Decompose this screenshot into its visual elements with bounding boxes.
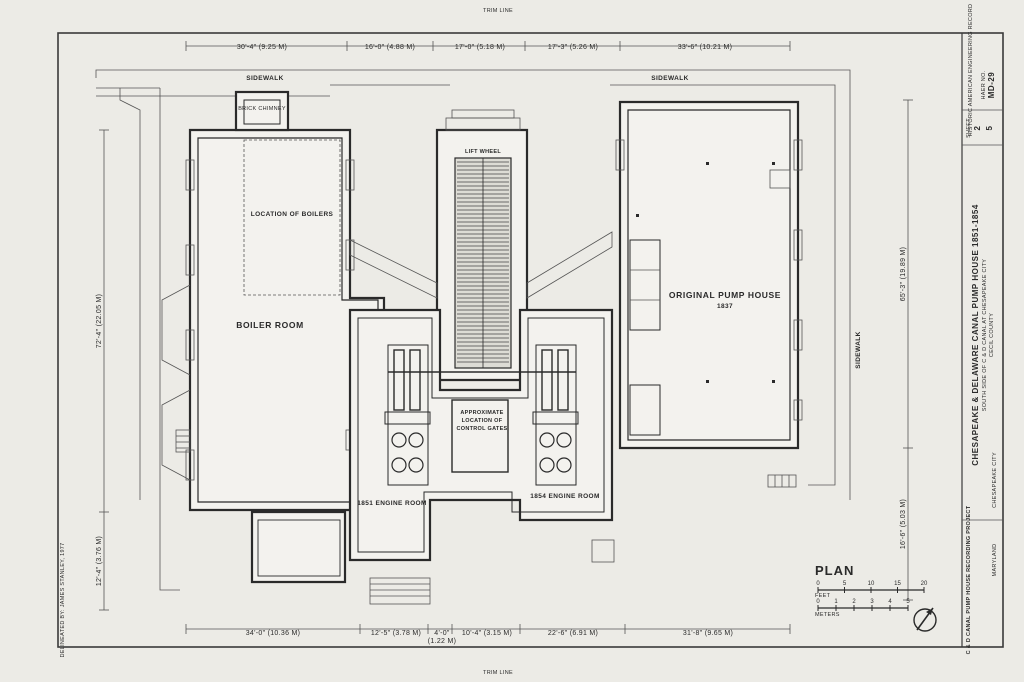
dim-left-upper: 72'-4" (22.05 M) (96, 294, 103, 349)
engine-1851 (384, 344, 431, 486)
scale-tick-label: 0 (816, 599, 820, 605)
survey-label: HISTORIC AMERICAN ENGINEERING RECORD (968, 4, 974, 137)
plan-title: PLAN (815, 563, 854, 578)
plan-title-and-scale: PLAN 0 5 10 15 20 0 1 2 3 4 5 FEET METERS (815, 563, 937, 632)
lift-wheel-label: LIFT WHEEL (465, 149, 501, 155)
dim-right-upper: 65'-3" (19.89 M) (900, 247, 907, 302)
engine-room-1854-label: 1854 ENGINE ROOM (530, 493, 600, 500)
delineator: DELINEATED BY: JAMES STANLEY, 1977 (60, 542, 66, 657)
boilers-location-zone (243, 139, 341, 296)
scale-tick-label: 4 (888, 599, 892, 605)
dim-bottom-6: 31'-8" (9.65 M) (683, 630, 733, 637)
entry-steps (369, 577, 431, 605)
sidewalk-right-label: SIDEWALK (855, 331, 862, 369)
left-dimension-string: 72'-4" (22.05 M) 12'-4" (3.76 M) (96, 129, 109, 611)
scale-tick-label: 0 (816, 581, 820, 587)
dim-top-3: 17'-0" (5.18 M) (455, 44, 505, 51)
title-city: CHESAPEAKE CITY (992, 452, 998, 508)
bottom-dimension-string: 34'-0" (10.36 M) 12'-5" (3.78 M) 4'-0" (… (185, 624, 791, 645)
dim-top-5: 33'-6" (10.21 M) (678, 44, 733, 51)
scale-bar-feet: 0 5 10 15 20 (816, 581, 928, 593)
sidewalk-outline: SIDEWALK SIDEWALK SIDEWALK (95, 69, 862, 591)
sheet-border (57, 32, 1004, 648)
haer-label: HAER NO. (981, 70, 987, 99)
boiler-room-building: BRICK CHIMNEY LOCATION OF BOILERS BOILER… (161, 90, 386, 584)
dim-bottom-3b: (1.22 M) (428, 638, 456, 645)
scale-bar-meters: 0 1 2 3 4 5 (816, 599, 910, 611)
title-subtitle-2: CECIL COUNTY (989, 313, 995, 357)
boiler-room-label: BOILER ROOM (236, 320, 304, 330)
dim-top-2: 16'-0" (4.88 M) (365, 44, 415, 51)
trim-line-bottom-label: TRIM LINE (483, 670, 513, 676)
dim-bottom-2: 12'-5" (3.78 M) (371, 630, 421, 637)
dim-top-4: 17'-3" (5.26 M) (548, 44, 598, 51)
sheet-of: 5 (985, 125, 994, 130)
survey-number: MD-29 (987, 72, 996, 99)
trim-line-top-label: TRIM LINE (483, 8, 513, 14)
north-arrow-icon (913, 607, 937, 632)
scale-feet-label: FEET (815, 593, 831, 599)
original-pump-house-building: ORIGINAL PUMP HOUSE 1837 (615, 100, 803, 488)
top-dimension-string: 30'-4" (9.25 M) 16'-0" (4.88 M) 17'-0" (… (185, 41, 791, 51)
scale-tick-label: 2 (852, 599, 856, 605)
lift-wheel-housing: LIFT WHEEL (349, 109, 613, 382)
approx-location-line2: LOCATION OF (462, 418, 503, 424)
title-subtitle-1: SOUTH SIDE OF C & D CANAL AT CHESAPEAKE … (982, 259, 988, 411)
title-block: CHESAPEAKE & DELAWARE CANAL PUMP HOUSE 1… (60, 4, 1003, 658)
scale-tick-label: 10 (868, 581, 875, 587)
brick-chimney-label: BRICK CHIMNEY (238, 106, 286, 112)
dim-right-lower: 16'-6" (5.03 M) (900, 499, 907, 549)
sheet-label: SHEET (966, 118, 972, 138)
scale-tick-label: 15 (894, 581, 901, 587)
dim-left-lower: 12'-4" (3.76 M) (96, 536, 103, 586)
dim-bottom-4: 10'-4" (3.15 M) (462, 630, 512, 637)
dim-bottom-1: 34'-0" (10.36 M) (246, 630, 301, 637)
scale-tick-label: 1 (834, 599, 838, 605)
right-dimension-string: 65'-3" (19.89 M) 16'-6" (5.03 M) (900, 99, 913, 601)
pump-house-year-label: 1837 (717, 303, 733, 310)
sidewalk-top-right-label: SIDEWALK (651, 75, 689, 82)
scale-meters-label: METERS (815, 612, 840, 618)
scale-tick-label: 5 (843, 581, 847, 587)
engine-room-1851-label: 1851 ENGINE ROOM (357, 500, 427, 507)
scale-tick-label: 20 (921, 581, 928, 587)
location-of-boilers-label: LOCATION OF BOILERS (251, 211, 334, 218)
title-project: C & D CANAL PUMP HOUSE RECORDING PROJECT (966, 505, 972, 654)
control-gates-area (451, 399, 509, 473)
engine-rooms: APPROXIMATE LOCATION OF CONTROL GATES (348, 308, 615, 605)
dim-bottom-3: 4'-0" (434, 630, 450, 637)
dim-top-1: 30'-4" (9.25 M) (237, 44, 287, 51)
approx-location-line1: APPROXIMATE (460, 410, 503, 416)
approx-location-line3: CONTROL GATES (456, 426, 507, 432)
sidewalk-top-left-label: SIDEWALK (246, 75, 284, 82)
title-state: MARYLAND (992, 544, 998, 577)
sheet-number: 2 (973, 125, 982, 130)
dim-bottom-5: 22'-6" (6.91 M) (548, 630, 598, 637)
title-main: CHESAPEAKE & DELAWARE CANAL PUMP HOUSE 1… (971, 204, 980, 466)
scale-tick-label: 3 (870, 599, 874, 605)
original-pump-house-label: ORIGINAL PUMP HOUSE (669, 290, 781, 300)
scale-tick-label: 5 (906, 599, 910, 605)
engine-1854 (532, 344, 579, 486)
